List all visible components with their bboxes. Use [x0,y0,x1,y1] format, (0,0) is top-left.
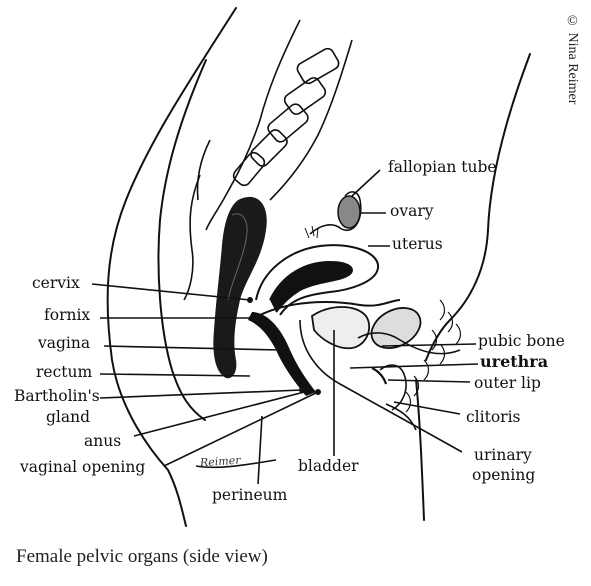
front-outline [425,53,531,361]
label-anus: anus [84,432,122,450]
label-fallopian-tube: fallopian tube [388,158,497,176]
pubic-hair [405,299,462,413]
label-rectum: rectum [36,363,93,381]
pubic-bone-shape [370,307,422,349]
rectum-shape [213,196,267,379]
fallopian-tube-shape [309,191,362,235]
vagina-shape [248,312,316,396]
label-urethra: urethra [480,352,549,371]
label-vaginal-opening: vaginal opening [20,458,146,476]
label-uterus: uterus [392,235,443,253]
spine [183,19,353,301]
label-clitoris: clitoris [466,408,521,426]
bladder-shape [311,306,371,350]
thigh-outline [415,379,425,521]
label-vagina: vagina [38,334,91,352]
label-bartholins-2: gland [46,408,91,426]
label-cervix: cervix [32,274,80,292]
label-perineum: perineum [212,486,288,504]
back-outline [106,7,237,527]
uterus-shape [255,244,380,316]
label-fornix: fornix [44,306,91,324]
label-ovary: ovary [390,202,434,220]
copyright-notice: © Nina Reimer [565,14,580,105]
label-bartholins-1: Bartholin's [14,387,100,405]
label-urinary-1: urinary [474,446,532,464]
label-pubic-bone: pubic bone [478,332,565,350]
leader-lines [91,169,479,485]
label-bladder: bladder [298,457,359,475]
label-urinary-2: opening [472,466,536,484]
figure-caption: Female pelvic organs (side view) [16,546,268,567]
label-outer-lip: outer lip [474,374,541,392]
